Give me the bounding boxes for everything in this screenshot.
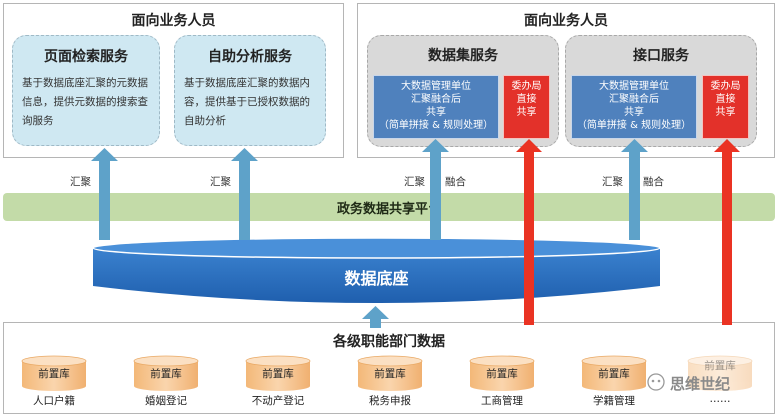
dataset-blue-line: 共享 [426, 107, 446, 118]
sharing-platform-label: 政务数据共享平台 [336, 202, 441, 217]
watermark-text: 思维世纪 [670, 375, 731, 393]
label-fusion-1: 融合 [445, 176, 466, 188]
label-converge-4: 汇聚 [602, 176, 623, 188]
front-db-label: 前置库 [704, 360, 736, 372]
label-fusion-2: 融合 [643, 176, 664, 188]
red-arrow-dataset-direct [516, 139, 542, 325]
self-analysis-service-desc: 基于数据底座汇聚的数据内容，提供基于已授权数据的自助分析 [184, 77, 310, 127]
front-db-label: 前置库 [374, 368, 406, 380]
api-fusion-share-box: 大数据管理单位 汇聚融合后 共享 （简单拼接 & 规则处理） [571, 75, 697, 139]
api-blue-line: （简单拼接 & 规则处理） [576, 120, 692, 131]
api-blue-line: 汇聚融合后 [609, 94, 659, 105]
data-base-label: 数据底座 [344, 269, 409, 288]
red-arrow-api-direct [714, 139, 740, 325]
api-blue-line: 共享 [624, 107, 644, 118]
dataset-service-title: 数据集服务 [428, 48, 498, 64]
front-db-label: 前置库 [150, 368, 182, 380]
sharing-platform-band: 政务数据共享平台 [3, 193, 775, 221]
api-red-line: 共享 [715, 107, 736, 118]
dataset-red-line: 直接 [516, 94, 537, 105]
search-service-card[interactable]: 页面检索服务 基于数据底座汇聚的元数据信息，提供元数据的搜索查询服务 [12, 35, 160, 146]
label-converge-1: 汇聚 [70, 176, 91, 188]
dept-real-estate-registration: 不动产登记 [251, 395, 305, 407]
dept-more: …… [709, 393, 731, 405]
front-db-label: 前置库 [598, 368, 630, 380]
left-panel-title: 面向业务人员 [131, 13, 216, 29]
dept-business-administration: 工商管理 [481, 395, 523, 407]
dept-student-records: 学籍管理 [593, 395, 635, 407]
label-converge-3: 汇聚 [404, 176, 425, 188]
self-analysis-service-card[interactable]: 自助分析服务 基于数据底座汇聚的数据内容，提供基于已授权数据的自助分析 [174, 35, 326, 146]
label-converge-2: 汇聚 [210, 176, 231, 188]
front-db-label: 前置库 [486, 368, 518, 380]
dept-tax-filing: 税务申报 [369, 395, 411, 407]
api-red-line: 委办局 [710, 81, 741, 92]
front-db-label: 前置库 [262, 368, 294, 380]
dataset-blue-line: 汇聚融合后 [411, 94, 461, 105]
api-service-title: 接口服务 [633, 48, 689, 64]
dept-household-registration: 人口户籍 [33, 395, 75, 407]
api-blue-line: 大数据管理单位 [599, 81, 669, 92]
dataset-fusion-share-box: 大数据管理单位 汇聚融合后 共享 （简单拼接 & 规则处理） [373, 75, 499, 139]
dataset-red-line: 共享 [516, 107, 537, 118]
dataset-direct-share-box: 委办局 直接 共享 [503, 75, 550, 139]
departments-title: 各级职能部门数据 [333, 334, 445, 350]
api-direct-share-box: 委办局 直接 共享 [702, 75, 749, 139]
dataset-red-line: 委办局 [511, 81, 542, 92]
search-service-title: 页面检索服务 [44, 49, 128, 65]
front-db-label: 前置库 [38, 368, 70, 380]
dataset-blue-line: 大数据管理单位 [401, 81, 471, 92]
dept-marriage-registration: 婚姻登记 [145, 395, 187, 407]
dataset-blue-line: （简单拼接 & 规则处理） [378, 120, 494, 131]
search-service-desc: 基于数据底座汇聚的元数据信息，提供元数据的搜索查询服务 [22, 77, 148, 127]
right-panel-title: 面向业务人员 [524, 13, 608, 29]
api-red-line: 直接 [715, 94, 736, 105]
self-analysis-service-title: 自助分析服务 [208, 49, 292, 65]
